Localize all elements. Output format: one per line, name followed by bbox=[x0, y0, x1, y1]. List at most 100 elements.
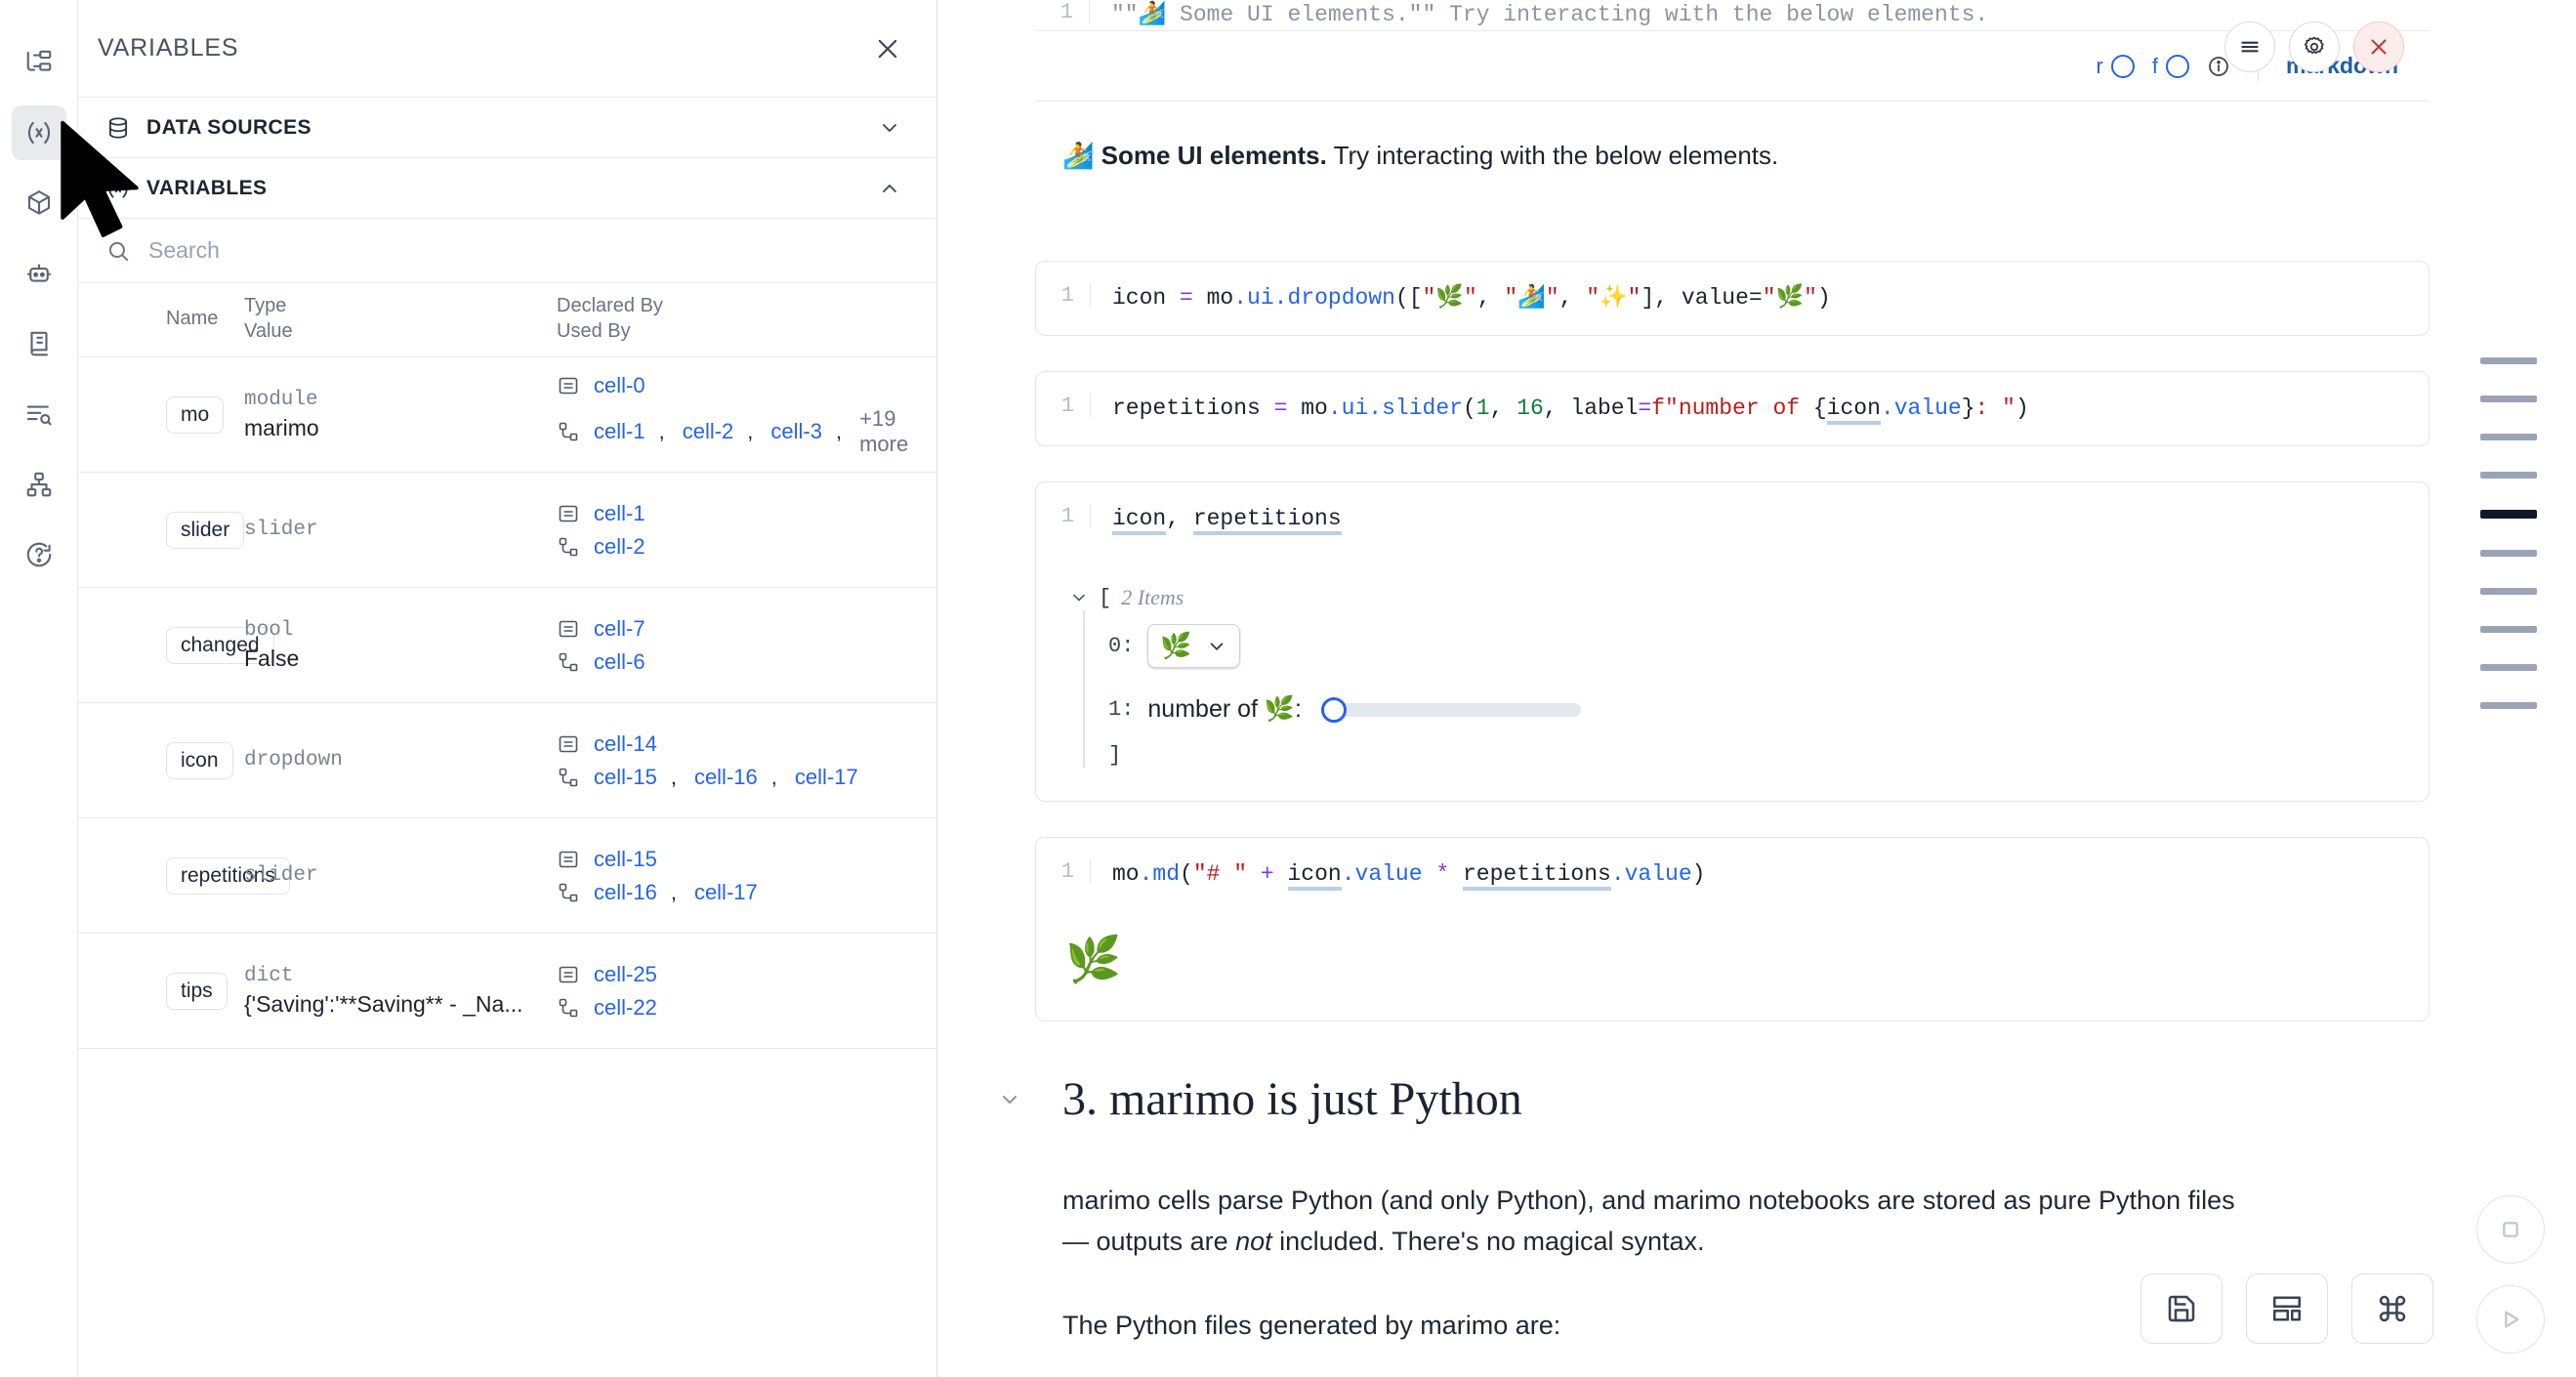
declared-by-line: cell-14 bbox=[557, 731, 921, 757]
r-toggle-circle[interactable] bbox=[2110, 54, 2135, 78]
minimap-bar[interactable] bbox=[2480, 588, 2537, 595]
cell-link[interactable]: cell-15 bbox=[594, 764, 657, 789]
minimap-bar[interactable] bbox=[2480, 434, 2537, 440]
reactive-flag-r[interactable]: r bbox=[2097, 54, 2135, 79]
cell-link[interactable]: cell-22 bbox=[594, 994, 657, 1020]
slider-handle[interactable] bbox=[1321, 696, 1347, 723]
declared-by-icon bbox=[557, 374, 580, 397]
activity-rail bbox=[0, 0, 78, 1377]
minimap-bar[interactable] bbox=[2480, 550, 2537, 557]
cell-link[interactable]: cell-0 bbox=[594, 372, 645, 397]
panel-title: VARIABLES bbox=[98, 34, 239, 62]
used-by-line: cell-15,cell-16,cell-17 bbox=[557, 765, 921, 790]
declared-by-line: cell-0 bbox=[557, 373, 921, 398]
code-text[interactable]: mo.md("# " + icon.value * repetitions.va… bbox=[1112, 859, 1705, 892]
ai-assistant-icon[interactable] bbox=[12, 246, 66, 301]
close-icon[interactable] bbox=[874, 35, 901, 63]
section-data-sources[interactable]: DATA SOURCES bbox=[78, 98, 936, 158]
dependency-graph-icon[interactable] bbox=[12, 457, 66, 512]
cell-link[interactable]: cell-17 bbox=[693, 879, 758, 904]
bottom-toolbar bbox=[2140, 1273, 2433, 1344]
cell-link[interactable]: cell-14 bbox=[594, 730, 657, 756]
stop-button[interactable] bbox=[2476, 1195, 2545, 1264]
variable-name-chip[interactable]: mo bbox=[166, 396, 225, 434]
cell-link[interactable]: cell-25 bbox=[594, 961, 657, 986]
minimap-bar[interactable] bbox=[2480, 664, 2537, 671]
variable-name-chip[interactable]: icon bbox=[166, 741, 233, 779]
variable-name-cell: slider bbox=[78, 511, 245, 549]
documentation-icon[interactable] bbox=[12, 316, 66, 371]
used-by-line: cell-1,cell-2,cell-3,+19 more bbox=[557, 406, 921, 457]
variable-type-value-cell: dict{'Saving':'**Saving** - _Na... bbox=[244, 965, 557, 1018]
cell-link[interactable]: cell-6 bbox=[594, 648, 645, 674]
cell-link[interactable]: cell-2 bbox=[594, 533, 645, 559]
info-icon[interactable] bbox=[2207, 55, 2230, 78]
chevron-down-icon[interactable] bbox=[1069, 588, 1089, 607]
command-palette-button[interactable] bbox=[2351, 1273, 2433, 1344]
list-item: 0: 🌿 bbox=[1108, 610, 2399, 682]
code-text[interactable]: icon, repetitions bbox=[1112, 504, 1342, 536]
line-number: 1 bbox=[1035, 0, 1090, 24]
packages-icon[interactable] bbox=[12, 176, 66, 230]
minimap-bar[interactable] bbox=[2480, 396, 2537, 402]
code-text[interactable]: repetitions = mo.ui.slider(1, 16, label=… bbox=[1112, 394, 2029, 426]
variable-type: module bbox=[244, 388, 318, 411]
variable-type-value-cell: slider bbox=[244, 519, 557, 541]
help-icon[interactable] bbox=[12, 527, 66, 582]
declared-by-line: cell-1 bbox=[557, 501, 921, 526]
cell-link[interactable]: cell-16 bbox=[693, 764, 758, 789]
cell-link[interactable]: cell-1 bbox=[594, 418, 645, 443]
cell-link[interactable]: cell-3 bbox=[770, 418, 822, 443]
run-button[interactable] bbox=[2476, 1285, 2545, 1354]
cell-link[interactable]: cell-17 bbox=[794, 764, 858, 789]
file-tree-icon[interactable] bbox=[12, 35, 66, 90]
variable-type: bool bbox=[244, 618, 294, 642]
paragraph-1-emphasis: not bbox=[1235, 1227, 1272, 1257]
section-paragraph-1: marimo cells parse Python (and only Pyth… bbox=[1062, 1181, 2264, 1263]
f-toggle-circle[interactable] bbox=[2165, 54, 2189, 78]
variable-name-chip[interactable]: changed bbox=[166, 626, 274, 664]
minimap-bar[interactable] bbox=[2480, 472, 2537, 479]
chevron-down-icon[interactable] bbox=[998, 1088, 1021, 1111]
cell-link[interactable]: cell-7 bbox=[594, 615, 645, 641]
slider-track[interactable] bbox=[1339, 702, 1581, 717]
column-header-type: Type bbox=[244, 295, 287, 316]
column-header-name: Name bbox=[166, 308, 219, 329]
variables-icon[interactable] bbox=[11, 105, 66, 160]
markdown-bold: Some UI elements. bbox=[1101, 141, 1327, 170]
minimap-bar[interactable] bbox=[2480, 357, 2537, 364]
close-icon[interactable] bbox=[2353, 21, 2404, 72]
slider-input[interactable] bbox=[1321, 696, 1581, 723]
more-count[interactable]: +19 more bbox=[859, 405, 909, 456]
minimap-bar[interactable] bbox=[2480, 510, 2537, 519]
cell-link[interactable]: cell-1 bbox=[594, 500, 645, 525]
variable-name-chip[interactable]: tips bbox=[166, 972, 228, 1010]
cell-link[interactable]: cell-2 bbox=[682, 418, 734, 443]
column-header-value: Value bbox=[244, 320, 293, 342]
cell-link[interactable]: cell-16 bbox=[594, 879, 657, 904]
search-input[interactable] bbox=[148, 237, 909, 264]
outline-search-icon[interactable] bbox=[12, 387, 66, 441]
cell-link[interactable]: cell-15 bbox=[594, 846, 657, 871]
variable-name-chip[interactable]: slider bbox=[166, 511, 245, 549]
layout-button[interactable] bbox=[2246, 1273, 2328, 1344]
section-variables[interactable]: VARIABLES bbox=[78, 158, 936, 219]
code-text[interactable]: icon = mo.ui.dropdown(["🌿", "🏄", "✨"], v… bbox=[1112, 285, 1831, 311]
variable-name-cell: changed bbox=[78, 626, 274, 664]
paragraph-1-part-a: marimo cells parse Python (and only Pyth… bbox=[1062, 1186, 2235, 1257]
reactive-flag-f[interactable]: f bbox=[2152, 54, 2189, 79]
minimap-bar[interactable] bbox=[2480, 626, 2537, 633]
variable-cells-cell: cell-1 cell-2 bbox=[557, 501, 936, 560]
item-index: 1: bbox=[1108, 697, 1135, 723]
save-button[interactable] bbox=[2140, 1273, 2223, 1344]
variable-name-chip[interactable]: repetitions bbox=[166, 856, 290, 895]
database-icon bbox=[105, 115, 131, 141]
paragraph-1-part-b: included. There's no magical syntax. bbox=[1271, 1227, 1705, 1257]
minimap-bar[interactable] bbox=[2480, 702, 2537, 709]
gear-icon[interactable] bbox=[2289, 21, 2340, 72]
cell-menu-icon[interactable] bbox=[2224, 21, 2275, 72]
dropdown-input[interactable]: 🌿 bbox=[1147, 624, 1240, 669]
notebook-minimap[interactable] bbox=[2441, 0, 2576, 1377]
